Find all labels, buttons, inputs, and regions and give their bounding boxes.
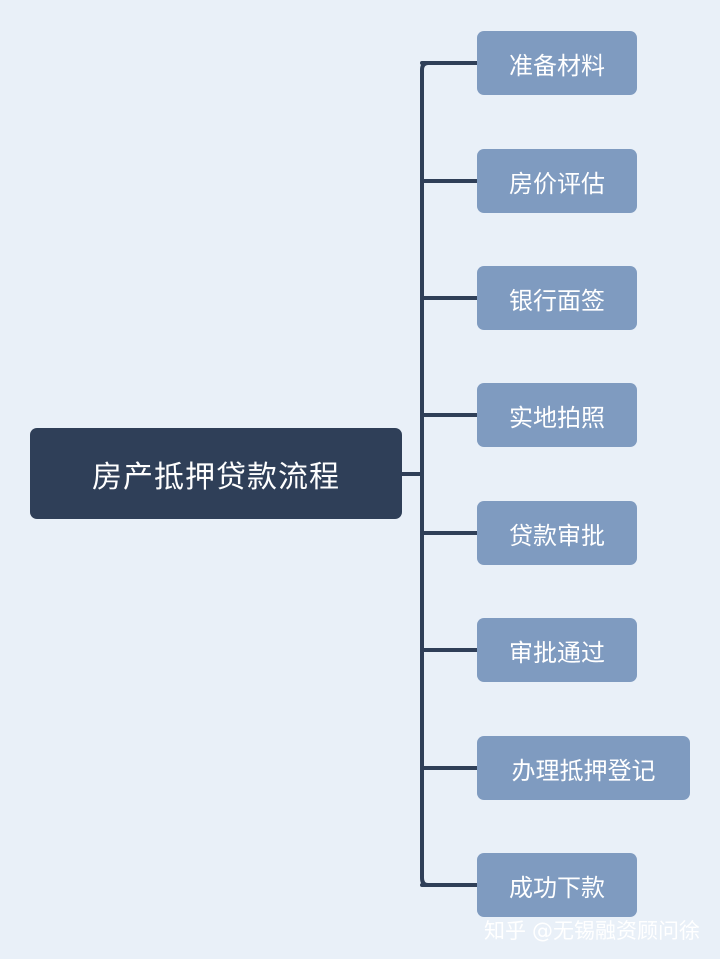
step-node-label: 房价评估 — [509, 169, 605, 198]
step-node-label: 准备材料 — [509, 51, 605, 80]
root-node-label: 房产抵押贷款流程 — [92, 459, 340, 495]
step-node-4: 实地拍照 — [477, 383, 637, 447]
step-node-3: 银行面签 — [477, 266, 637, 330]
watermark-author: @无锡融资顾问徐 — [532, 919, 700, 943]
step-node-label: 实地拍照 — [509, 403, 605, 432]
step-node-label: 成功下款 — [509, 873, 605, 902]
step-node-8: 成功下款 — [477, 853, 637, 917]
spine-line — [420, 61, 434, 887]
step-node-label: 贷款审批 — [509, 521, 605, 550]
step-node-1: 准备材料 — [477, 31, 637, 95]
step-node-2: 房价评估 — [477, 149, 637, 213]
root-node: 房产抵押贷款流程 — [30, 428, 402, 519]
step-node-5: 贷款审批 — [477, 501, 637, 565]
step-node-label: 银行面签 — [509, 286, 605, 315]
step-node-7: 办理抵押登记 — [477, 736, 690, 800]
step-node-label: 办理抵押登记 — [511, 756, 656, 785]
step-node-6: 审批通过 — [477, 618, 637, 682]
watermark-platform: 知乎 — [484, 919, 526, 943]
step-node-label: 审批通过 — [509, 638, 605, 667]
watermark: 知乎 @无锡融资顾问徐 — [484, 915, 700, 945]
